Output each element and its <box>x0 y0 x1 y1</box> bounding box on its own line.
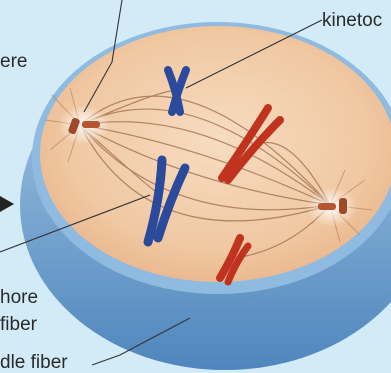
centriole <box>82 121 100 128</box>
label-astral-fiber-line1: hore <box>0 288 38 307</box>
centrosome-right <box>306 187 358 227</box>
centriole <box>318 203 336 210</box>
cytoplasm <box>40 26 391 282</box>
label-spindle-fiber: dle fiber <box>0 353 68 372</box>
label-astral-fiber-line2: fiber <box>0 315 37 334</box>
label-kinetochore: kinetoc <box>322 11 382 30</box>
arrow-icon <box>0 196 14 212</box>
label-centrosphere: ere <box>0 52 27 71</box>
centriole <box>339 198 347 214</box>
